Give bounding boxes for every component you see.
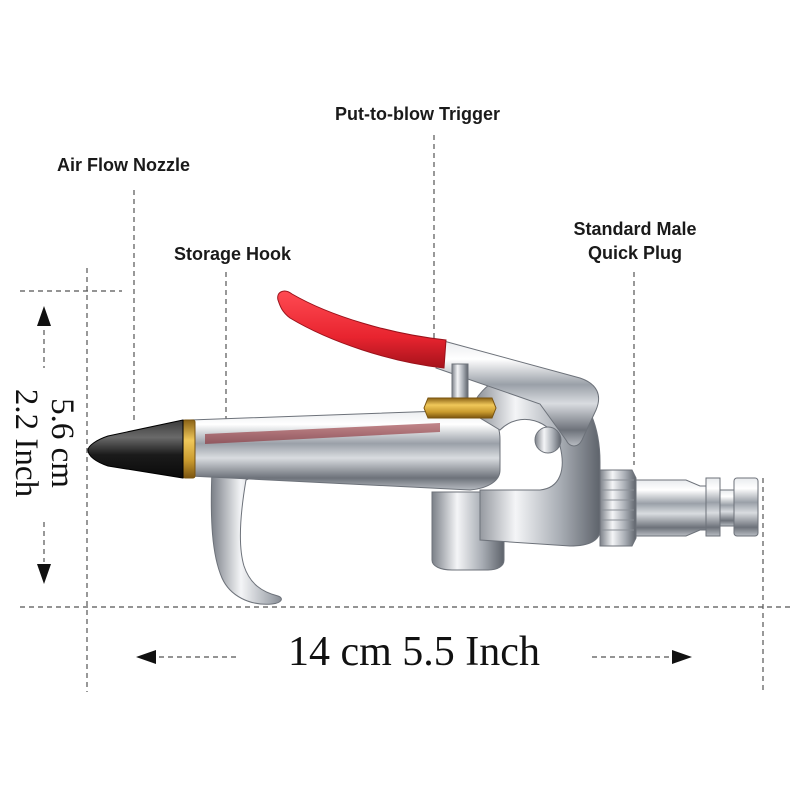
width-arrow-right-icon: [672, 650, 692, 664]
width-dimension-label: 14 cm 5.5 Inch: [288, 629, 540, 675]
barrel: [189, 409, 501, 491]
storage-hook-label: Storage Hook: [174, 244, 292, 264]
width-arrow-left-icon: [136, 650, 156, 664]
pivot-rivet: [534, 426, 562, 454]
height-cm-label: 5.6 cm: [44, 398, 80, 488]
air-flow-nozzle: [87, 419, 184, 479]
quick-plug-body: [635, 479, 707, 537]
trigger-lever: [435, 339, 600, 447]
height-dimension-label: 5.6 cm 2.2 Inch: [8, 389, 80, 497]
air-blow-gun-icon: [87, 290, 759, 605]
quick-plug-tip: [733, 477, 759, 537]
quick-plug-label-line1: Standard Male: [573, 219, 697, 239]
plug-hex-fitting: [599, 469, 637, 547]
quick-plug-label-line2: Quick Plug: [587, 243, 683, 263]
put-to-blow-trigger: [277, 290, 447, 369]
valve-stem: [451, 363, 469, 401]
height-inch-label: 2.2 Inch: [8, 388, 44, 498]
guide-lines: [20, 135, 790, 692]
put-to-blow-trigger-label: Put-to-blow Trigger: [335, 104, 500, 124]
brass-ring: [182, 419, 196, 479]
height-arrow-up-icon: [37, 306, 51, 326]
storage-hook-grip: [210, 467, 297, 605]
brass-nut: [423, 397, 497, 419]
air-flow-nozzle-label: Air Flow Nozzle: [57, 155, 191, 175]
height-arrow-down-icon: [37, 564, 51, 584]
quick-plug-label: Standard Male Quick Plug: [558, 217, 712, 265]
